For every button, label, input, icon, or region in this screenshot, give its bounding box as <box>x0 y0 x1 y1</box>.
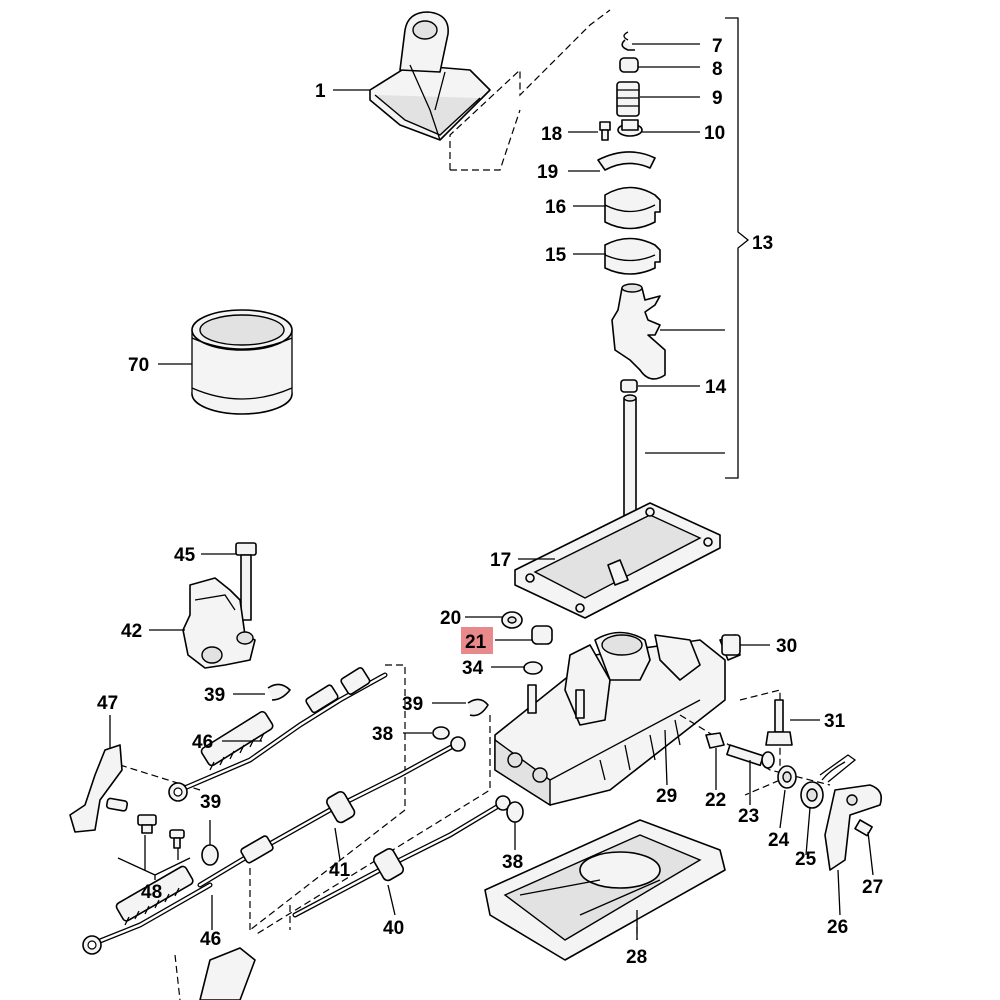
callout-labels: 1 7 8 9 10 18 19 16 15 13 14 70 17 45 42… <box>97 36 883 968</box>
cables <box>82 667 511 1000</box>
label-19: 19 <box>537 162 558 183</box>
lever-47 <box>69 744 129 833</box>
label-16: 16 <box>545 197 566 218</box>
shaft-linkage <box>705 732 883 871</box>
label-17: 17 <box>490 550 511 571</box>
selector-housing-29 <box>494 631 741 807</box>
label-47: 47 <box>97 693 118 714</box>
label-1: 1 <box>315 81 326 102</box>
base-plate-28 <box>484 819 726 961</box>
dashed-cable-frame-2 <box>254 715 491 936</box>
washer-38b <box>506 801 524 823</box>
label-8: 8 <box>712 59 723 80</box>
label-21: 21 <box>465 632 487 653</box>
label-31: 31 <box>824 711 846 732</box>
label-46-a: 46 <box>192 732 213 753</box>
dashed-shaft-line <box>679 714 831 786</box>
nut-34 <box>523 661 543 675</box>
bolts-48 <box>137 814 185 849</box>
bracket-13-ticks <box>645 329 725 454</box>
highlight-21 <box>461 627 493 654</box>
label-18: 18 <box>541 124 562 145</box>
bracket-42 <box>182 542 257 669</box>
label-46-b: 46 <box>200 929 221 950</box>
label-26: 26 <box>827 917 848 938</box>
label-14: 14 <box>705 377 727 398</box>
label-30: 30 <box>776 636 797 657</box>
label-45: 45 <box>174 545 196 566</box>
label-22: 22 <box>705 790 726 811</box>
bracket-13 <box>725 17 750 479</box>
clip-39a <box>267 683 291 701</box>
bolt-31 <box>765 699 793 746</box>
washer-38a <box>432 726 450 740</box>
label-39-a: 39 <box>204 685 225 706</box>
label-39-c: 39 <box>200 792 221 813</box>
label-41: 41 <box>329 860 351 881</box>
dashed-frame-top <box>449 9 611 170</box>
label-23: 23 <box>738 806 759 827</box>
label-25: 25 <box>795 849 817 870</box>
dashed-cable-frame <box>249 664 406 931</box>
leader-lines <box>109 43 874 940</box>
clip-39c <box>201 844 219 866</box>
bushing-30 <box>721 634 741 656</box>
label-10: 10 <box>704 123 725 144</box>
label-42: 42 <box>121 621 142 642</box>
label-38-b: 38 <box>502 852 523 873</box>
label-40: 40 <box>383 918 404 939</box>
ring-70 <box>191 309 293 415</box>
label-38-a: 38 <box>372 724 393 745</box>
label-48: 48 <box>141 882 162 903</box>
dashed-frame-left <box>450 109 521 171</box>
label-24: 24 <box>768 830 790 851</box>
label-7: 7 <box>712 36 723 57</box>
bushing-21 <box>531 625 553 645</box>
gasket-plate-17 <box>514 502 721 619</box>
label-39-b: 39 <box>402 694 423 715</box>
label-20: 20 <box>440 608 461 629</box>
label-34: 34 <box>462 658 484 679</box>
label-70: 70 <box>128 355 149 376</box>
lever-assembly <box>597 31 666 579</box>
label-29: 29 <box>656 786 677 807</box>
shift-knob-gaiter <box>369 11 491 141</box>
clip-39b <box>467 698 489 717</box>
label-13: 13 <box>752 233 773 254</box>
label-9: 9 <box>712 88 723 109</box>
label-15: 15 <box>545 245 567 266</box>
label-27: 27 <box>862 877 883 898</box>
label-28: 28 <box>626 947 647 968</box>
